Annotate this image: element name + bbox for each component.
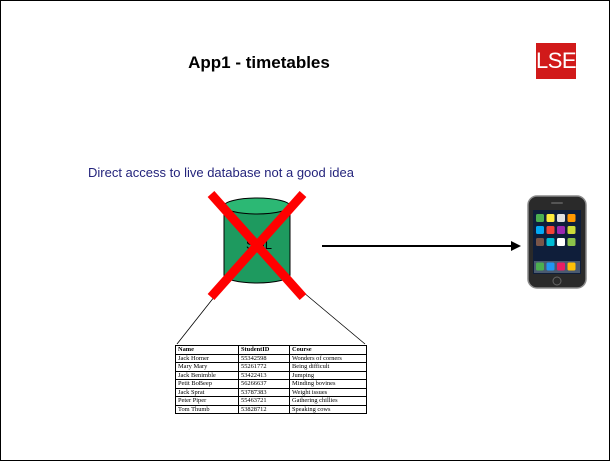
table-row: Petit BoBeep 56266637 Minding bovines [175,379,367,389]
column-header-studentid: StudentID [238,345,290,355]
cell-studentid: 55463721 [238,396,290,406]
table-row: Peter Piper 55463721 Gathering chillies [175,396,367,406]
cell-name: Petit BoBeep [175,379,239,389]
lse-logo: LSE [536,43,577,79]
cell-studentid: 53787383 [238,387,290,397]
cell-name: Jack Sprat [175,387,239,397]
cross-out-mark [207,191,307,300]
column-header-name: Name [175,345,239,355]
cell-course: Wonders of corners [289,353,367,363]
column-header-course: Course [289,345,367,355]
cell-course: Being difficult [289,362,367,372]
cell-course: Gathering chillies [289,396,367,406]
table-row: Mary Mary 55261772 Being difficult [175,362,367,372]
cell-studentid: 53828712 [238,404,290,414]
table-row: Jack Sprat 53787383 Weight issues [175,387,367,397]
cell-course: Minding bovines [289,379,367,389]
cell-studentid: 56266637 [238,379,290,389]
cell-name: Mary Mary [175,362,239,372]
arrow-right-icon [322,241,521,251]
cell-studentid: 53422413 [238,370,290,380]
cell-studentid: 55261772 [238,362,290,372]
cell-name: Peter Piper [175,396,239,406]
caption-text: Direct access to live database not a goo… [88,165,354,180]
smartphone-icon [527,195,587,289]
cell-name: Jack Horner [175,353,239,363]
cell-course: Jumping [289,370,367,380]
cell-name: Jack Benimble [175,370,239,380]
table-row: Jack Benimble 53422413 Jumping [175,370,367,380]
cell-course: Speaking cows [289,404,367,414]
slide-title: App1 - timetables [188,53,330,72]
cell-studentid: 55342598 [238,353,290,363]
cell-name: Tom Thumb [175,404,239,414]
cell-course: Weight issues [289,387,367,397]
table-row: Tom Thumb 53828712 Speaking cows [175,404,367,414]
table-row: Jack Horner 55342598 Wonders of corners [175,353,367,363]
table-header-row: Name StudentID Course [175,345,367,355]
student-table: Name StudentID Course Jack Horner 553425… [175,345,367,414]
